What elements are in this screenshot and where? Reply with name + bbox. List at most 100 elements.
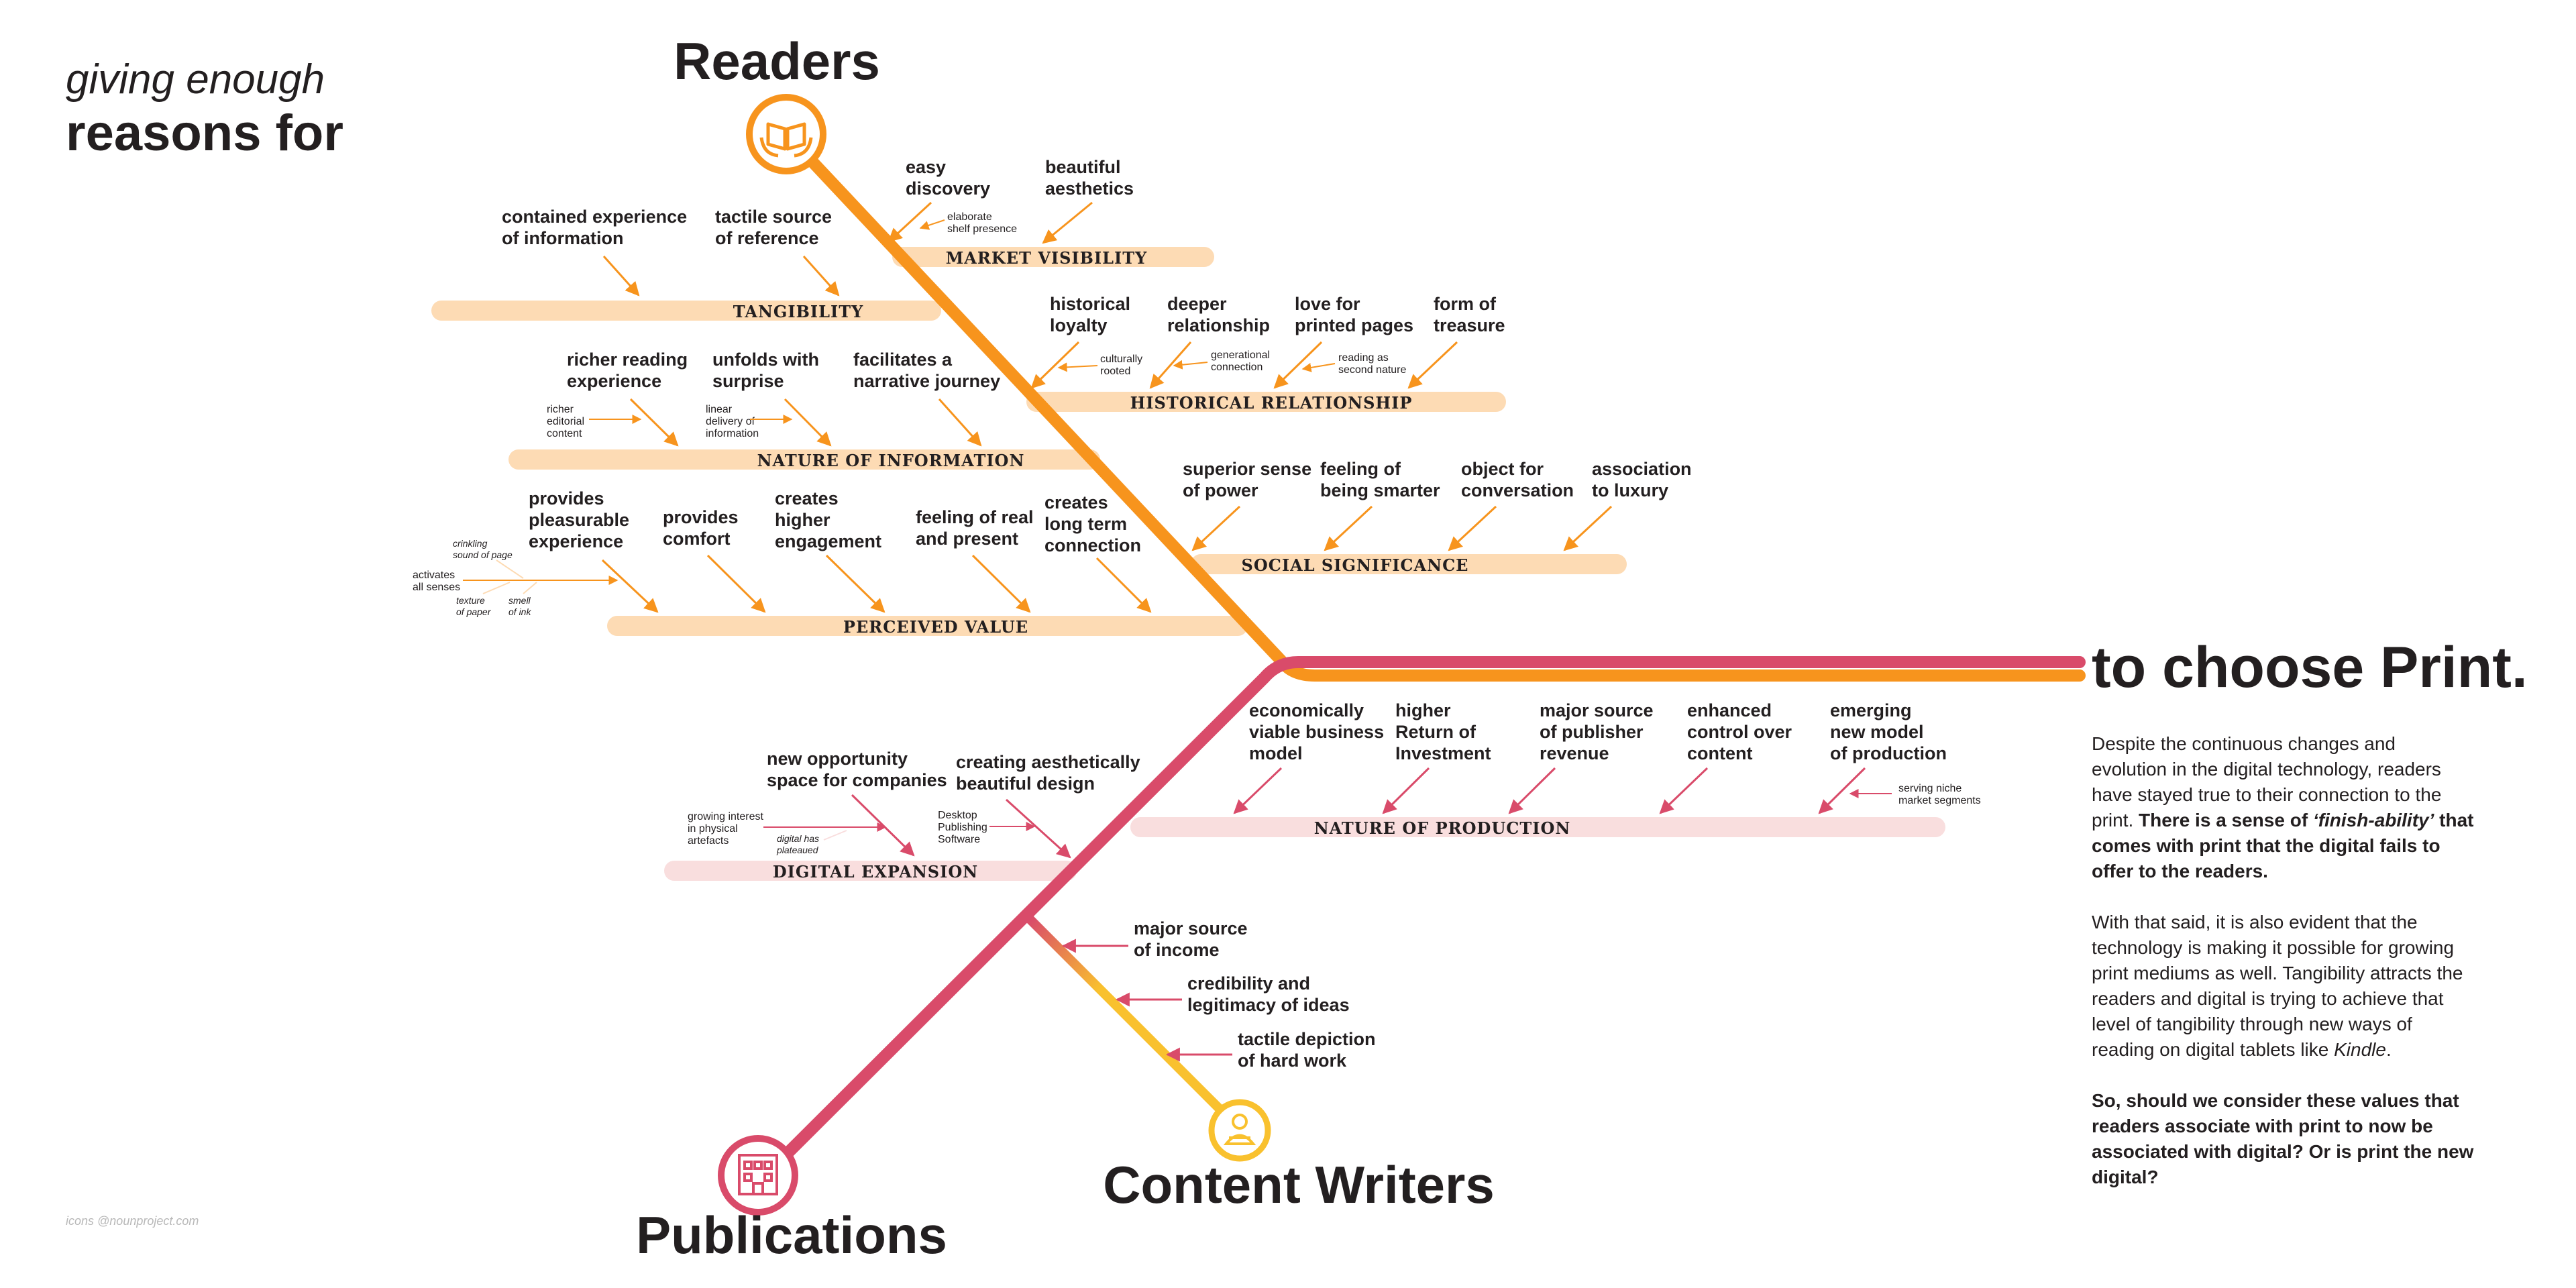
arrow <box>1508 767 1556 814</box>
arrow <box>629 398 679 447</box>
arrow <box>1042 201 1093 244</box>
arrow <box>602 255 640 297</box>
arrow <box>1057 362 1098 372</box>
arrow <box>1301 363 1336 372</box>
arrow <box>1407 341 1458 389</box>
arrow <box>1382 767 1430 814</box>
arrow <box>971 554 1031 613</box>
arrow <box>825 554 885 613</box>
arrow <box>938 398 982 447</box>
category-label: HISTORICAL RELATIONSHIP <box>1130 393 1413 413</box>
corner-title: giving enough reasons for <box>66 54 343 161</box>
writer-icon <box>1223 1114 1256 1145</box>
bar-nature-of-information <box>508 449 1100 470</box>
actor-readers: Readers <box>674 32 880 174</box>
building-icon <box>738 1154 778 1195</box>
actor-publications: Publications <box>636 1135 947 1265</box>
actor-label-writers: Content Writers <box>1103 1155 1495 1214</box>
connector <box>482 582 511 594</box>
bar-market-visibility <box>892 247 1214 267</box>
bar-social-significance <box>1191 554 1627 574</box>
side-paragraph-1: Despite the continuous changes and evolu… <box>2092 733 2474 881</box>
side-text: Despite the continuous changes and evolu… <box>2092 731 2474 1216</box>
connector <box>823 830 847 841</box>
spine-publications <box>782 656 2086 1159</box>
connector <box>496 559 524 579</box>
actor-label-readers: Readers <box>674 32 880 91</box>
side-paragraph-3: So, should we consider these values that… <box>2092 1090 2474 1187</box>
icon-credit: icons @nounproject.com <box>66 1214 199 1228</box>
category-label: DIGITAL EXPANSION <box>773 862 978 881</box>
arrow <box>784 398 832 447</box>
arrow <box>802 255 840 297</box>
arrow <box>601 559 659 613</box>
arrow <box>1233 767 1283 814</box>
bar-tangibility <box>431 301 941 321</box>
category-label: PERCEIVED VALUE <box>843 617 1028 637</box>
arrow <box>1005 798 1071 859</box>
book-hands-icon <box>759 122 813 158</box>
category-label: MARKET VISIBILITY <box>946 248 1148 268</box>
category-bars <box>431 247 1945 881</box>
category-label: SOCIAL SIGNIFICANCE <box>1242 555 1469 575</box>
arrow <box>1563 505 1613 551</box>
arrow <box>1448 505 1497 551</box>
arrow <box>888 201 932 243</box>
arrow <box>1324 505 1373 551</box>
arrow <box>1173 360 1208 370</box>
arrow <box>1191 505 1241 551</box>
bar-nature-of-production <box>1130 817 1945 837</box>
side-paragraph-2: With that said, it is also evident that … <box>2092 912 2463 1060</box>
arrow <box>1095 557 1152 613</box>
bar-perceived-value <box>607 616 1248 636</box>
category-label: NATURE OF PRODUCTION <box>1314 818 1571 838</box>
arrow <box>1030 341 1080 389</box>
arrow <box>1659 767 1709 814</box>
actor-writers: Content Writers <box>1103 1099 1495 1214</box>
